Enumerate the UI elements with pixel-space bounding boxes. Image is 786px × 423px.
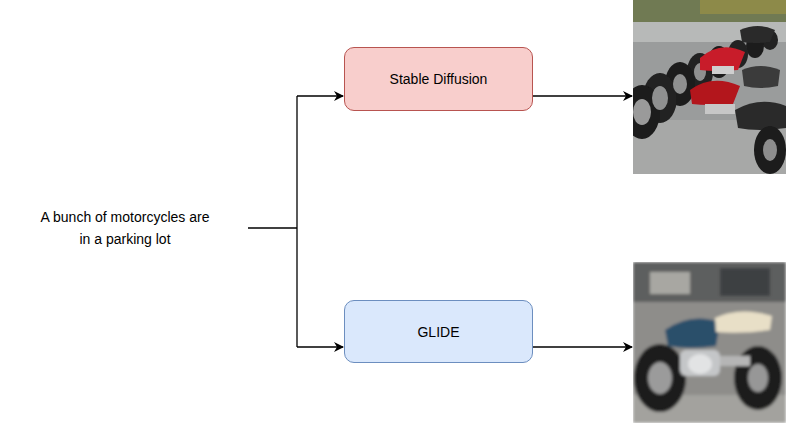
- prompt-text: A bunch of motorcycles are in a parking …: [34, 206, 216, 250]
- model-box: GLIDE: [344, 300, 533, 363]
- model-name: Stable Diffusion: [390, 71, 488, 87]
- generated-image: [633, 0, 786, 174]
- output-arrows: [533, 96, 632, 347]
- generated-image: [633, 262, 786, 423]
- model-name: GLIDE: [417, 324, 459, 340]
- fork-lines: [248, 96, 343, 347]
- model-box: Stable Diffusion: [344, 47, 533, 111]
